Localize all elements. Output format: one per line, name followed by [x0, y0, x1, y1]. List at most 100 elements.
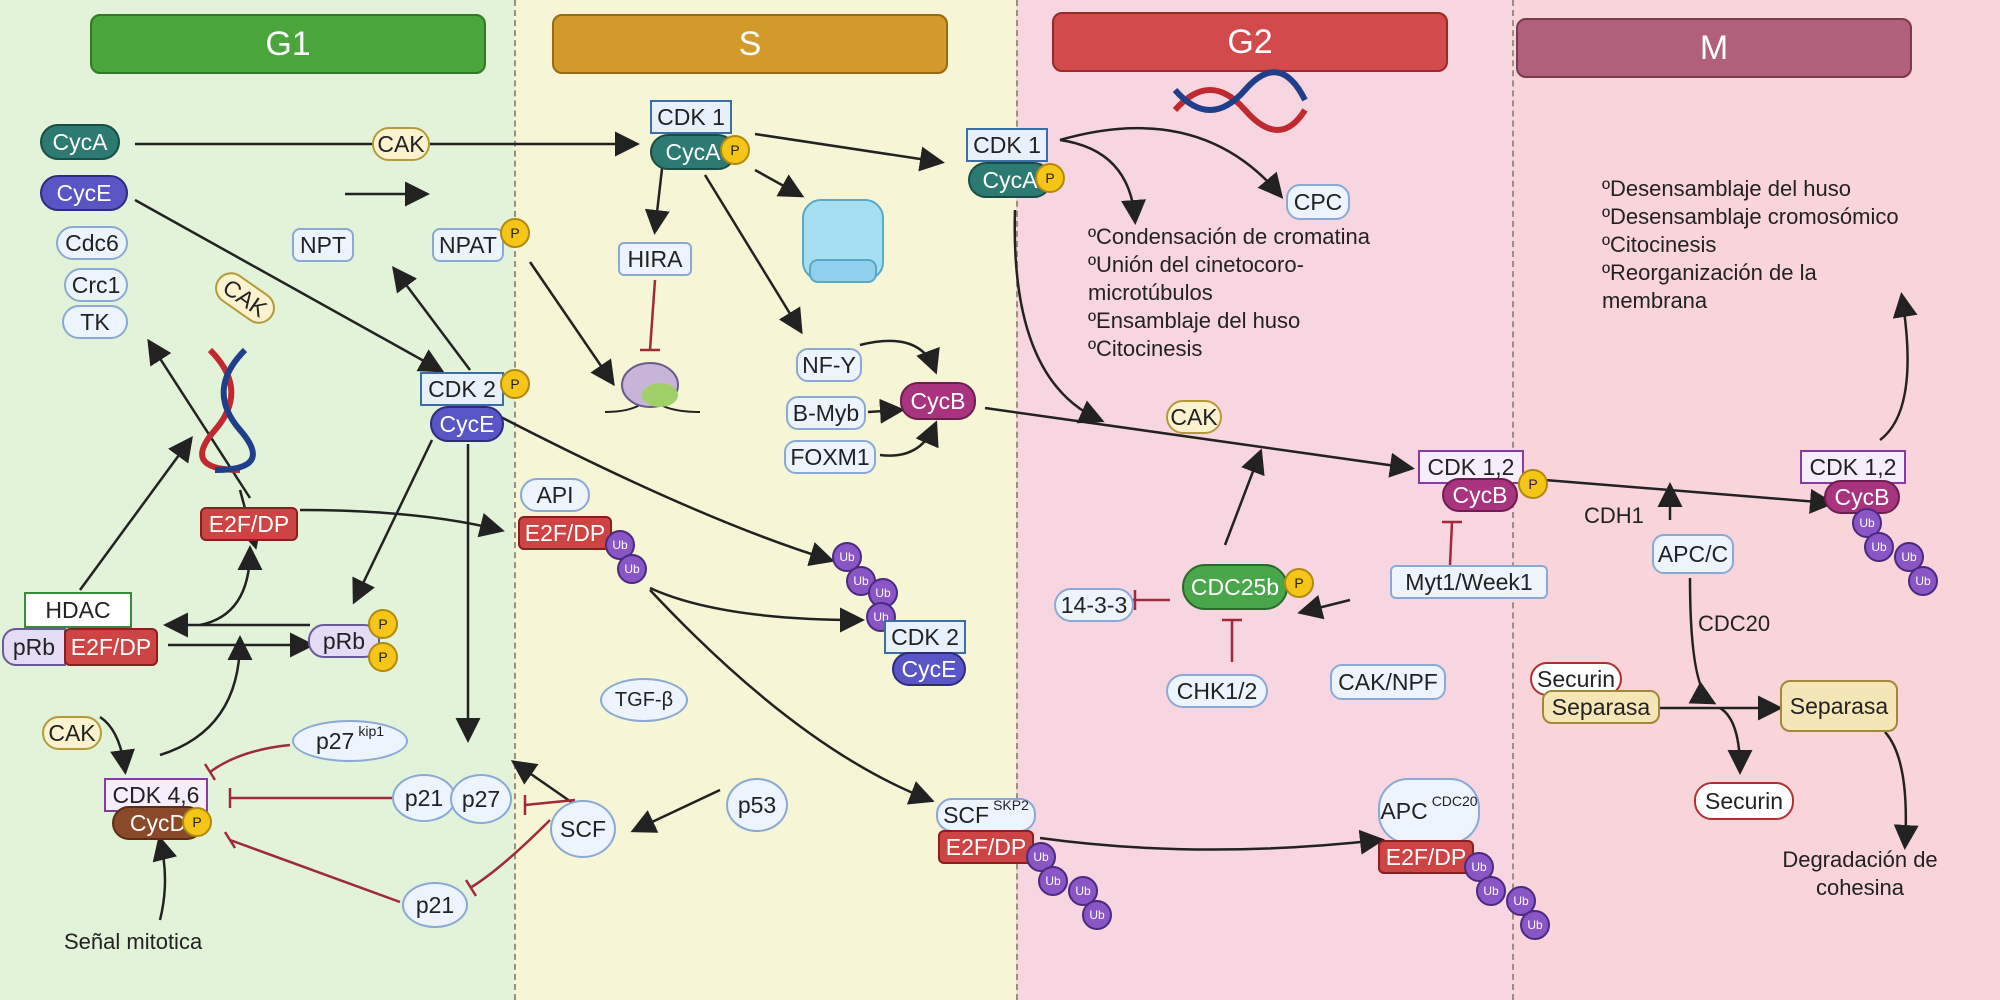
cyca-g1: CycA: [40, 124, 120, 160]
npt-node: NPT: [292, 228, 354, 262]
tgfb-node: TGF-β: [600, 678, 688, 722]
cdc25b-node: CDC25b: [1182, 564, 1288, 610]
phosphate-icon: P: [1035, 163, 1065, 193]
ubiquitin-icon: Ub: [1068, 876, 1098, 906]
g2-event-1: ºCondensación de cromatina: [1088, 224, 1370, 249]
cyce-g1: CycE: [40, 175, 128, 211]
kip1-superscript: kip1: [358, 723, 385, 739]
senal-mitotica-label: Señal mitotica: [64, 929, 203, 954]
hdac-node: HDAC: [24, 592, 132, 628]
p21-node-pair: p21: [392, 774, 456, 822]
cdc6-node: Cdc6: [56, 226, 128, 260]
ubiquitin-icon: Ub: [1038, 866, 1068, 896]
phosphate-icon: P: [368, 609, 398, 639]
phosphate-icon: P: [720, 135, 750, 165]
cak-s-top: CAK: [372, 127, 430, 161]
api-node: API: [520, 478, 590, 512]
p27-node-pair: p27: [450, 774, 512, 824]
myt1-node: Myt1/Week1: [1390, 565, 1548, 599]
phase-header-s: S: [552, 14, 948, 74]
skp2-superscript: SKP2: [993, 797, 1029, 813]
cycb-g2: CycB: [1442, 478, 1518, 512]
securin-low: Securin: [1694, 782, 1794, 820]
caknpf-node: CAK/NPF: [1330, 664, 1446, 700]
scf-skp2-label: SCF: [943, 801, 990, 828]
m-event-2: ºDesensamblaje cromosómico: [1602, 204, 1899, 229]
m-events-list: ºDesensamblaje del huso ºDesensamblaje c…: [1602, 175, 1899, 315]
m-event-4: ºReorganización de la: [1602, 260, 1817, 285]
phosphate-icon: P: [368, 642, 398, 672]
cdk2-degraded: CDK 2: [884, 620, 966, 654]
phosphate-icon: P: [1518, 469, 1548, 499]
g1-background: [0, 0, 514, 1000]
tk-node: TK: [62, 305, 128, 339]
cdk12-m: CDK 1,2: [1800, 450, 1906, 484]
scf-node: SCF: [550, 800, 616, 858]
prb-left: pRb: [2, 628, 66, 666]
phase-header-g2: G2: [1052, 12, 1448, 72]
g2-event-5: ºCitocinesis: [1088, 336, 1203, 361]
ubiquitin-icon: Ub: [1908, 566, 1938, 596]
nucleosome-icon: [604, 362, 701, 413]
apcc-node: APC/C: [1652, 534, 1734, 574]
ubiquitin-icon: Ub: [1082, 900, 1112, 930]
ubiquitin-icon: Ub: [617, 554, 647, 584]
phase-header-m: M: [1516, 18, 1912, 78]
e2fdp-apc: E2F/DP: [1378, 840, 1474, 874]
g2-event-2: ºUnión del cinetocoro-: [1088, 252, 1304, 277]
ubiquitin-icon: Ub: [605, 530, 635, 560]
phosphate-icon: P: [1284, 568, 1314, 598]
m-background: [1512, 0, 2000, 1000]
dna-helix-g1: [199, 347, 256, 473]
separasa-right: Separasa: [1780, 680, 1898, 732]
e2fdp-left: E2F/DP: [64, 628, 158, 666]
crc1-node: Crc1: [64, 268, 128, 302]
cyca-g2: CycA: [968, 162, 1052, 198]
cycb-m: CycB: [1824, 480, 1900, 514]
degradacion-label: Degradación de cohesina: [1782, 847, 1938, 900]
cdk1-s: CDK 1: [650, 100, 732, 134]
chk12-node: CHK1/2: [1166, 674, 1268, 708]
e2fdp-s: E2F/DP: [518, 516, 612, 550]
separasa-left: Separasa: [1542, 690, 1660, 724]
p21-node-low: p21: [402, 882, 468, 928]
cak-g2: CAK: [1166, 400, 1222, 434]
phosphate-icon: P: [500, 218, 530, 248]
proteasome-icon: [802, 199, 884, 283]
ubiquitin-icon: Ub: [1894, 542, 1924, 572]
foxm1-node: FOXM1: [784, 440, 876, 474]
ubiquitin-icon: Ub: [1506, 886, 1536, 916]
cycb-s: CycB: [900, 382, 976, 420]
bmyb-node: B-Myb: [786, 396, 866, 430]
cak-g1-low: CAK: [42, 716, 102, 750]
dna-helix-g2: [1172, 69, 1308, 133]
p53-node: p53: [726, 778, 788, 832]
cdh1-label: CDH1: [1584, 503, 1644, 528]
ubiquitin-icon: Ub: [1476, 876, 1506, 906]
ubiquitin-icon: Ub: [1864, 532, 1894, 562]
cdc20-superscript: CDC20: [1431, 793, 1478, 809]
e2fdp-g1-mid: E2F/DP: [200, 507, 298, 541]
cdk2-s: CDK 2: [420, 372, 504, 406]
apc-label: APC: [1380, 797, 1428, 824]
cdk1-g2: CDK 1: [966, 128, 1048, 162]
cyce-degraded: CycE: [892, 652, 966, 686]
g2-event-4: ºEnsamblaje del huso: [1088, 308, 1301, 333]
divider-s-g2: [1016, 0, 1018, 1000]
p1433-node: 14-3-3: [1054, 588, 1134, 622]
g2-events-list: ºCondensación de cromatina ºUnión del ci…: [1088, 223, 1370, 363]
npat-node: NPAT: [432, 228, 504, 262]
m-event-3: ºCitocinesis: [1602, 232, 1717, 257]
cdc20-label: CDC20: [1698, 611, 1771, 636]
phosphate-icon: P: [182, 807, 212, 837]
hira-node: HIRA: [618, 242, 692, 276]
cpc-node: CPC: [1286, 184, 1350, 220]
p27-label: p27: [315, 727, 355, 754]
nfy-node: NF-Y: [796, 348, 862, 382]
m-event-1: ºDesensamblaje del huso: [1602, 176, 1851, 201]
cyce-s: CycE: [430, 406, 504, 442]
